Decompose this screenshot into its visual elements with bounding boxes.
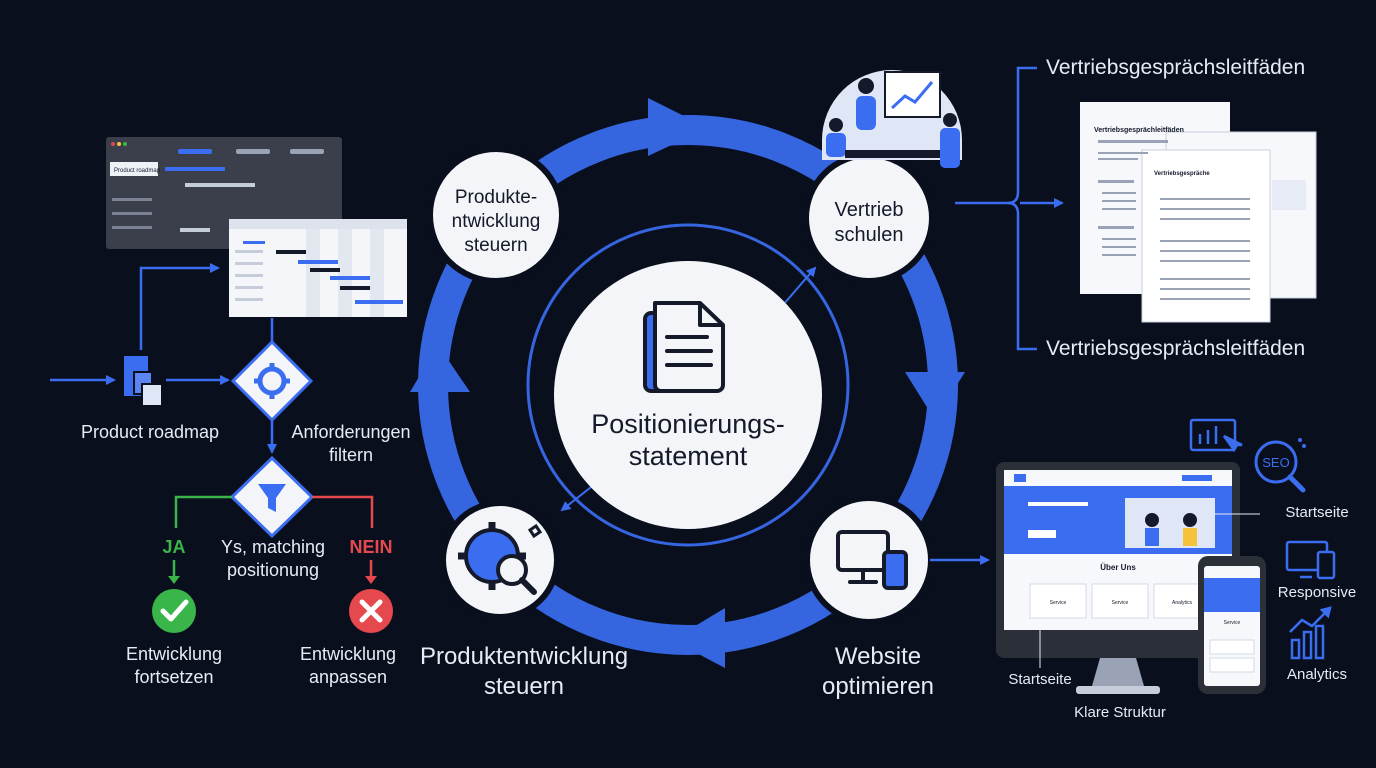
left-flow-lines [50,263,277,454]
phone-section: Service [1224,620,1241,626]
no-label: NEIN [349,537,393,557]
startseite-bottom-label: Startseite [1008,671,1072,688]
node-label-top-right: Vertrieb schulen [834,199,904,246]
responsive-label: Responsive [1277,584,1357,601]
no-result: Entwicklung anpassen [299,644,397,687]
presentation-icon [822,70,962,168]
svg-text:Product roadmap: Product roadmap [114,168,161,174]
node-label-bottom-left: Produktentwicklung steuern [419,643,629,700]
node-top-left [427,146,565,284]
x-icon [349,589,393,633]
monitor-phone-icon [836,530,908,590]
roadmap-label: Product roadmap [80,422,220,442]
guide-bracket [955,66,1064,351]
funnel-icon [229,455,315,539]
analytics-label: Analytics [1286,666,1348,683]
center-label: Positionierungs- statement [591,409,785,472]
no-branch [312,495,374,528]
website-monitor: Über Uns Service Service Analytics [996,462,1240,694]
site-section-title: Über Uns [1100,563,1136,572]
site-card: Analytics [1172,600,1193,606]
site-card: Service [1112,600,1129,606]
guide-label-bottom: Vertriebsgesprächsleitfäden [1046,337,1306,360]
bar-chart-icon [1189,418,1243,453]
startseite-right-label: Startseite [1285,504,1349,521]
guide-label-top: Vertriebsgesprächsleitfäden [1046,56,1306,79]
roadmap-stack-icon [124,356,163,407]
yes-branch [174,495,232,528]
center-circle [554,261,822,529]
check-icon [152,589,196,633]
responsive-icon [1285,540,1336,580]
website-phone: Service [1198,556,1266,694]
doc-title-front: Vertriebsgespräche [1154,171,1210,177]
yes-result: Entwicklung fortsetzen [125,644,223,687]
gear-search-icon [458,522,543,595]
seo-icon: SEO [1254,438,1306,493]
question-label: Ys, matching positionung [220,537,326,580]
klare-struktur-label: Klare Struktur [1074,704,1166,721]
doc-title-back: Vertriebsgesprächleitfäden [1094,127,1184,134]
gantt-window [229,219,407,317]
cycle-arrowheads [410,98,965,668]
node-label-bottom-right: Website optimieren [821,643,935,700]
filter-label: Anforderungen filtern [291,422,411,465]
yes-label: JA [162,537,186,557]
seo-badge: SEO [1262,455,1289,470]
document-icon [643,301,725,393]
analytics-icon [1289,606,1332,660]
node-label-top-left: Produkte- ntwicklung steuern [451,187,541,256]
gear-icon [230,339,314,423]
site-card: Service [1050,600,1067,606]
guide-documents: Vertriebsgesprächleitfäden Vertriebsgesp… [1080,102,1317,323]
